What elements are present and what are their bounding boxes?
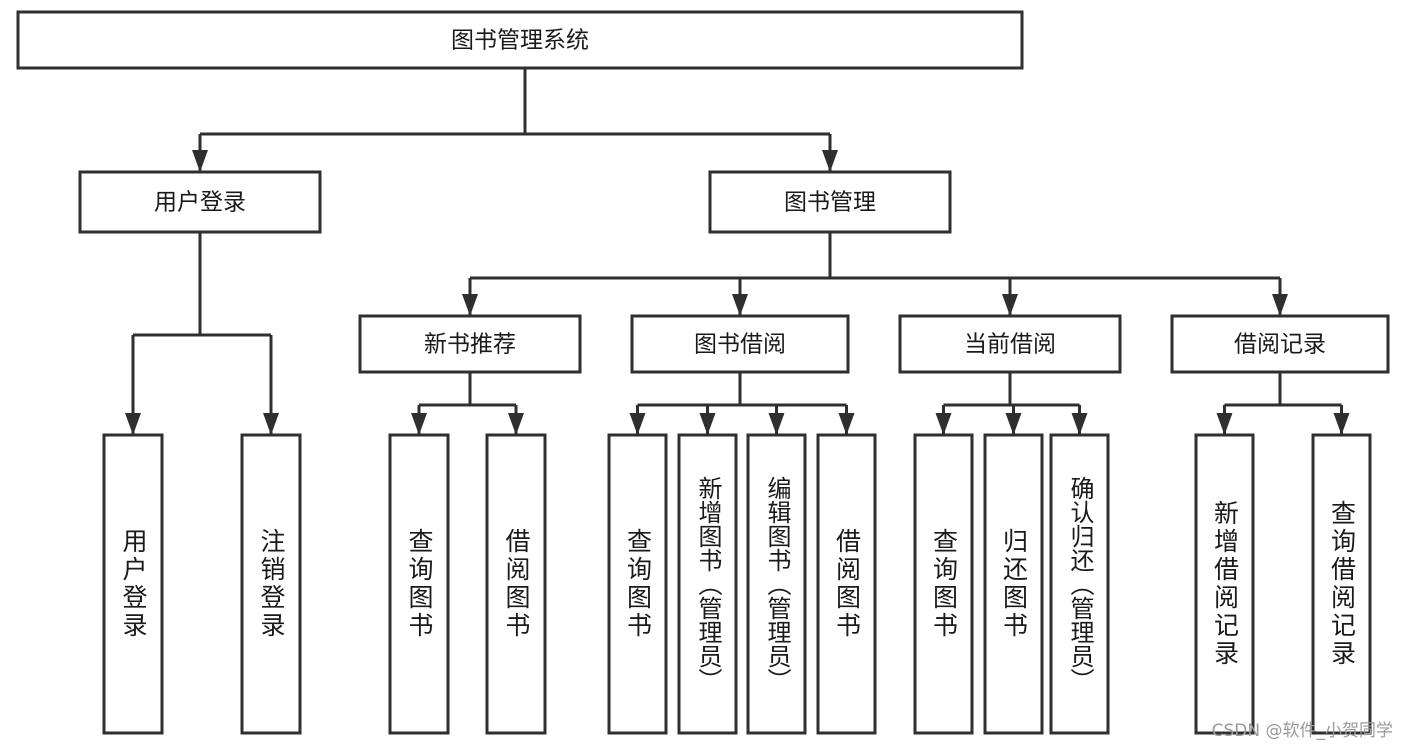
node-box-leaf-user-login	[102, 433, 164, 735]
node-new-book-recommend[interactable]: 新书推荐	[358, 314, 582, 374]
arrow-to-leaf-query-book-current	[935, 413, 952, 435]
node-label-book-borrow: 图书借阅	[694, 332, 786, 358]
node-box-book-management	[708, 170, 952, 234]
node-box-book-borrow	[630, 314, 850, 374]
node-current-borrow[interactable]: 当前借阅	[898, 314, 1122, 374]
node-root[interactable]: 图书管理系统	[16, 10, 1024, 70]
node-leaf-query-book-recommend[interactable]	[388, 433, 450, 735]
node-book-management[interactable]: 图书管理	[708, 170, 952, 234]
arrow-to-new-book-recommend	[462, 294, 478, 316]
node-leaf-user-login[interactable]	[102, 433, 164, 735]
arrow-to-leaf-return-book	[1005, 413, 1022, 435]
arrow-to-leaf-user-login	[125, 413, 141, 435]
arrow-to-user-login	[192, 150, 208, 172]
connector-layer	[125, 68, 1350, 435]
node-leaf-return-book[interactable]	[983, 433, 1044, 735]
arrow-to-leaf-confirm-return-admin	[1071, 413, 1088, 435]
arrow-to-leaf-edit-book-admin	[768, 413, 785, 435]
arrow-to-leaf-borrow-book	[838, 413, 855, 435]
arrow-to-leaf-add-borrow-record	[1216, 413, 1233, 435]
arrow-to-leaf-query-book-borrow	[629, 413, 646, 435]
node-box-leaf-query-book-borrow	[607, 433, 668, 735]
node-box-current-borrow	[898, 314, 1122, 374]
arrow-to-leaf-query-book-recommend	[411, 413, 427, 435]
node-box-leaf-confirm-return-admin	[1049, 433, 1110, 735]
arrow-to-book-management	[822, 150, 838, 172]
node-leaf-edit-book-admin[interactable]	[746, 433, 807, 735]
node-box-new-book-recommend	[358, 314, 582, 374]
arrow-to-leaf-add-book-admin	[699, 413, 716, 435]
node-leaf-query-book-borrow[interactable]	[607, 433, 668, 735]
node-box-leaf-query-book-recommend	[388, 433, 450, 735]
node-leaf-query-book-current[interactable]	[913, 433, 974, 735]
node-leaf-confirm-return-admin[interactable]	[1049, 433, 1110, 735]
node-borrow-record[interactable]: 借阅记录	[1170, 314, 1390, 374]
node-label-borrow-record: 借阅记录	[1234, 332, 1326, 358]
node-box-leaf-add-borrow-record	[1194, 433, 1255, 735]
node-leaf-borrow-book[interactable]	[816, 433, 877, 735]
node-box-leaf-logout	[240, 433, 302, 735]
node-label-root: 图书管理系统	[451, 28, 589, 54]
node-user-login[interactable]: 用户登录	[78, 170, 322, 234]
node-leaf-add-borrow-record[interactable]	[1194, 433, 1255, 735]
arrow-to-borrow-record	[1272, 294, 1288, 316]
node-box-leaf-borrow-book-recommend	[485, 433, 547, 735]
node-box-leaf-add-book-admin	[677, 433, 738, 735]
node-box-leaf-query-book-current	[913, 433, 974, 735]
node-box-leaf-edit-book-admin	[746, 433, 807, 735]
node-box-leaf-query-borrow-record	[1311, 433, 1372, 735]
node-label-user-login: 用户登录	[154, 190, 246, 216]
node-box-root	[16, 10, 1024, 70]
node-label-new-book-recommend: 新书推荐	[424, 332, 516, 358]
node-book-borrow[interactable]: 图书借阅	[630, 314, 850, 374]
node-leaf-add-book-admin[interactable]	[677, 433, 738, 735]
node-box-leaf-return-book	[983, 433, 1044, 735]
arrow-to-leaf-query-borrow-record	[1333, 413, 1350, 435]
arrow-to-leaf-logout	[263, 413, 279, 435]
node-leaf-query-borrow-record[interactable]	[1311, 433, 1372, 735]
node-label-current-borrow: 当前借阅	[964, 332, 1056, 358]
arrow-to-current-borrow	[1002, 294, 1018, 316]
node-box-leaf-borrow-book	[816, 433, 877, 735]
node-box-borrow-record	[1170, 314, 1390, 374]
node-leaf-borrow-book-recommend[interactable]	[485, 433, 547, 735]
arrow-to-leaf-borrow-book-recommend	[508, 413, 524, 435]
node-box-user-login	[78, 170, 322, 234]
node-label-book-management: 图书管理	[784, 190, 876, 216]
node-leaf-logout[interactable]	[240, 433, 302, 735]
arrow-to-book-borrow	[732, 294, 748, 316]
